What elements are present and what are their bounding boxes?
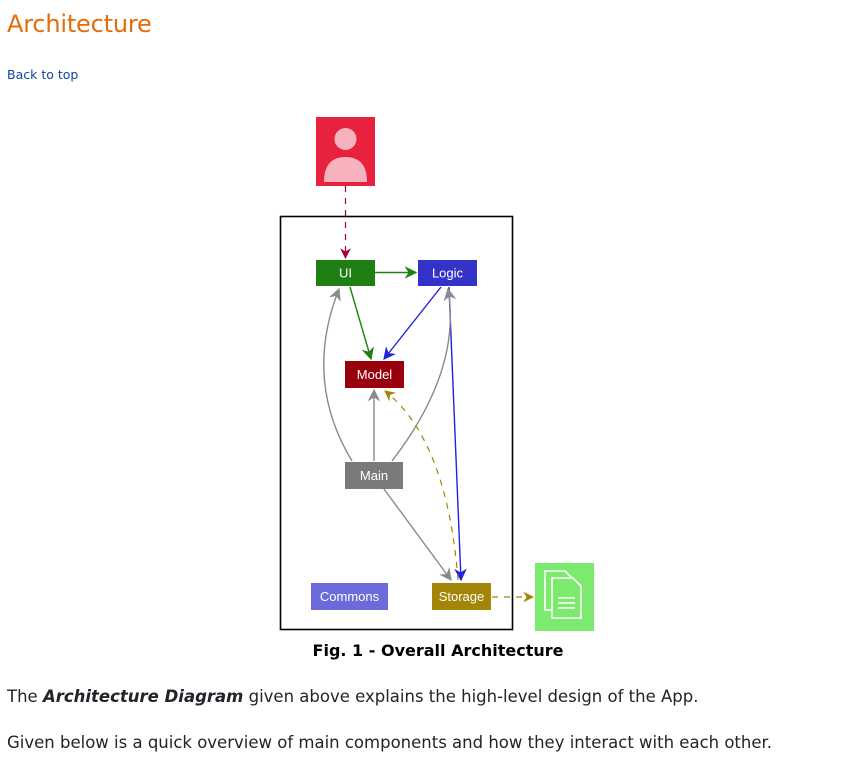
user-icon — [324, 128, 367, 182]
logic-component: Logic — [418, 260, 477, 286]
intro-paragraph: The Architecture Diagram given above exp… — [7, 687, 698, 706]
storage-component: Storage — [432, 583, 491, 610]
ui-label: UI — [339, 266, 352, 281]
storage-label: Storage — [439, 589, 485, 604]
main-component: Main — [345, 462, 403, 489]
commons-label: Commons — [320, 589, 380, 604]
app-boundary — [279, 215, 514, 631]
main-to-logic-arrow — [391, 287, 457, 462]
user-actor — [316, 117, 375, 186]
model-label: Model — [357, 367, 393, 382]
commons-component: Commons — [311, 583, 388, 610]
architecture-diagram: UI Logic Model Main Commons Storage — [279, 117, 594, 631]
section-heading: Architecture — [7, 10, 152, 38]
file-store — [535, 563, 594, 631]
logic-label: Logic — [432, 266, 464, 281]
main-label: Main — [360, 468, 388, 483]
back-to-top-link[interactable]: Back to top — [7, 67, 79, 82]
intro-suffix: given above explains the high-level desi… — [243, 687, 699, 706]
overview-paragraph: Given below is a quick overview of main … — [7, 733, 773, 752]
main-to-storage-arrow — [383, 488, 452, 582]
ui-to-model-arrow — [349, 286, 374, 361]
ui-component: UI — [316, 260, 375, 286]
figure-caption: Fig. 1 - Overall Architecture — [312, 641, 564, 660]
file-icon — [544, 570, 582, 619]
logic-to-model-arrow — [383, 286, 442, 360]
architecture-diagram-emphasis: Architecture Diagram — [42, 687, 244, 706]
main-to-ui-arrow — [323, 287, 353, 462]
model-component: Model — [345, 361, 404, 388]
logic-to-storage-arrow — [448, 286, 467, 582]
intro-prefix: The — [7, 687, 43, 706]
